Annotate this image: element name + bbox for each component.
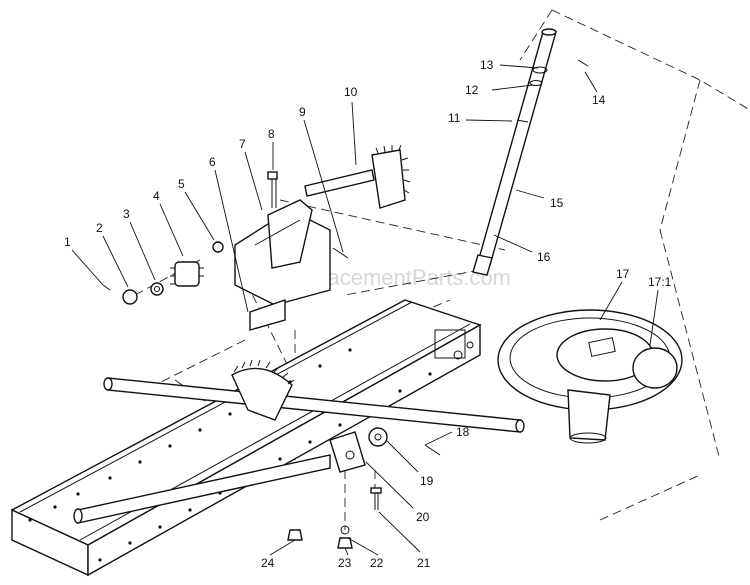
callout-23: 23: [338, 556, 352, 570]
callout-22: 22: [370, 556, 384, 570]
bolt-8: [267, 171, 278, 208]
callout-2: 2: [96, 221, 103, 235]
steering-bracket: [234, 199, 331, 331]
callout-17: 17: [616, 267, 630, 281]
callout-4: 4: [153, 189, 160, 203]
frame-rail: [10, 299, 482, 577]
callout-21: 21: [417, 556, 431, 570]
callout-11: 11: [448, 111, 461, 125]
callout-20: 20: [416, 510, 430, 524]
lower-shaft: [73, 454, 331, 524]
callout-16: 16: [537, 250, 551, 264]
steering-wheel: [497, 309, 683, 444]
callout-9: 9: [299, 105, 306, 119]
pin-9: [332, 247, 349, 259]
callout-6: 6: [209, 155, 216, 169]
sector-gear: [231, 359, 295, 421]
steering-column: [472, 28, 589, 276]
callout-24: 24: [261, 556, 275, 570]
callout-19: 19: [420, 474, 434, 488]
callouts: 1 2 3 4 5 6 7 8 9 10 11 12 13 14 15 16 1…: [64, 58, 672, 570]
callout-1: 1: [64, 235, 71, 249]
callout-15: 15: [550, 196, 564, 210]
callout-18: 18: [456, 425, 470, 439]
cross-shaft: [103, 377, 525, 433]
callout-5: 5: [178, 177, 185, 191]
callout-3: 3: [123, 207, 130, 221]
callout-12: 12: [465, 83, 479, 97]
callout-7: 7: [239, 137, 246, 151]
gear-shaft: [304, 144, 411, 209]
callout-13: 13: [480, 58, 494, 72]
callout-14: 14: [592, 93, 606, 107]
callout-17-1: 17:1: [648, 275, 672, 289]
leader-lines: [71, 64, 659, 556]
pinion-assembly: [102, 241, 224, 305]
callout-8: 8: [268, 127, 275, 141]
lower-parts: [287, 427, 441, 549]
callout-10: 10: [344, 85, 358, 99]
